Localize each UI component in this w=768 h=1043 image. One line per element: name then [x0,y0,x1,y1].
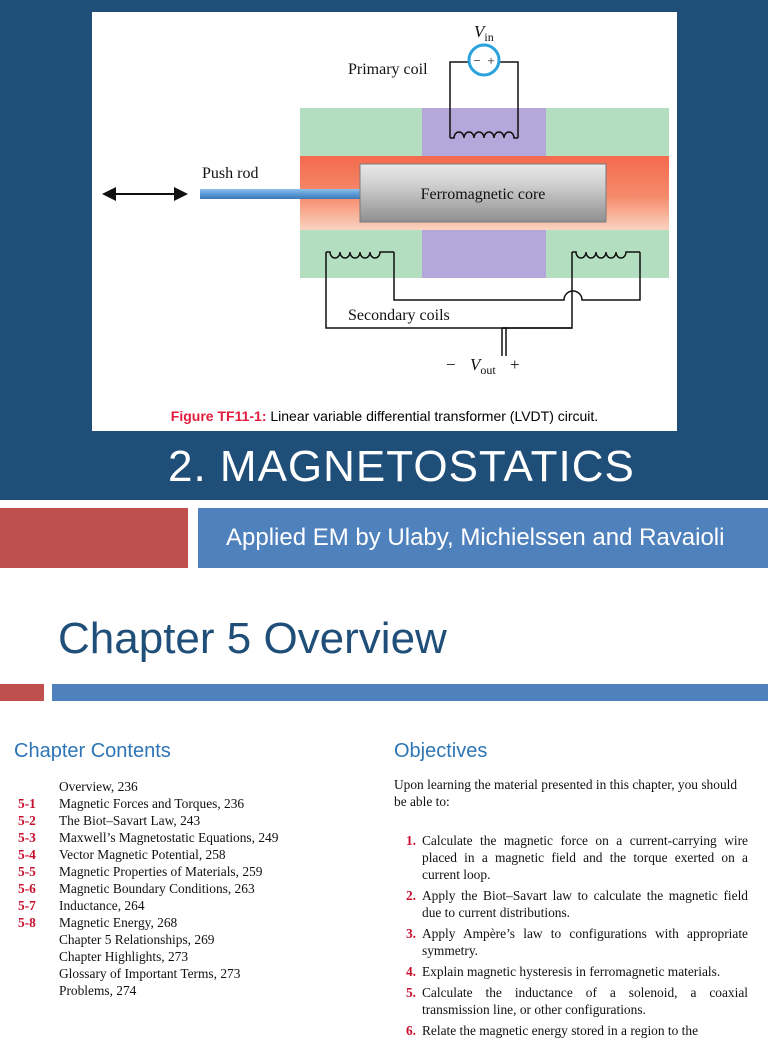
chapter-contents-list: Overview, 236 5-1 Magnetic Forces and Tor… [18,778,358,999]
subtitle-bar: Applied EM by Ulaby, Michielssen and Rav… [198,508,768,568]
double-arrow-icon [102,187,188,201]
objective-text: Calculate the inductance of a solenoid, … [422,985,748,1017]
section-title: The Biot–Savart Law, 243 [59,813,201,828]
objective-item: 5. Calculate the inductance of a solenoid… [394,984,748,1018]
section-number [18,965,59,982]
objective-number: 6. [405,1023,416,1038]
figure-caption-text: Linear variable differential transformer… [266,408,599,424]
section-number [18,931,59,948]
top-housing-primary [422,108,546,156]
top-housing-left [300,108,422,156]
vout-minus: − [446,355,456,374]
chapter-contents-heading: Chapter Contents [14,740,171,762]
chapter-overview-title: Chapter 5 Overview [58,614,447,663]
objective-text: Apply the Biot–Savart law to calculate t… [422,888,748,920]
push-rod-label: Push rod [202,165,258,182]
objective-number: 3. [405,926,416,941]
section-title: Magnetic Properties of Materials, 259 [59,864,263,879]
secondary-coils-label: Secondary coils [348,307,450,324]
vin-minus: − [473,53,480,68]
contents-row: Problems, 274 [18,982,358,999]
vin-plus: + [487,53,494,68]
accent-bar-red-small [0,684,44,701]
section-title: Chapter Highlights, 273 [59,949,189,964]
lvdt-figure: − + Vin Primary coil Push rod Ferromagne… [92,12,677,431]
objectives-list: Upon learning the material presented in … [394,776,748,1043]
slide-title: 2. MAGNETOSTATICS [168,442,635,491]
section-title: Inductance, 264 [59,898,145,913]
primary-coil-wiring [449,61,519,139]
section-title: Maxwell’s Magnetostatic Equations, 249 [59,830,279,845]
objective-text: Explain magnetic hysteresis in ferromagn… [422,964,721,979]
contents-row: Chapter 5 Relationships, 269 [18,931,358,948]
vin-label: Vin [474,22,494,44]
primary-coil-label: Primary coil [348,61,428,78]
section-number: 5-6 [18,881,36,896]
section-number: 5-7 [18,898,36,913]
objective-item: 4. Explain magnetic hysteresis in ferroma… [394,963,748,980]
objective-number: 1. [405,833,416,848]
section-number: 5-2 [18,813,36,828]
contents-row: 5-1 Magnetic Forces and Torques, 236 [18,795,358,812]
section-number: 5-1 [18,796,36,811]
contents-row: 5-8 Magnetic Energy, 268 [18,914,358,931]
objectives-intro: Upon learning the material presented in … [394,777,738,809]
objective-text: Relate the magnetic energy stored in a r… [422,1023,699,1038]
section-title: Glossary of Important Terms, 273 [59,966,241,981]
section-title: Chapter 5 Relationships, 269 [59,932,215,947]
contents-row: Chapter Highlights, 273 [18,948,358,965]
section-title: Magnetic Forces and Torques, 236 [59,796,245,811]
objective-item: 6. Relate the magnetic energy stored in a… [394,1022,748,1039]
vin-source-icon [467,43,501,77]
objective-item: 3. Apply Ampère’s law to configurations w… [394,925,748,959]
bottom-housing-center [422,230,546,278]
objective-text: Calculate the magnetic force on a curren… [422,833,748,882]
objective-text: Apply Ampère’s law to configurations wit… [422,926,748,958]
section-title: Magnetic Energy, 268 [59,915,178,930]
bottom-housing-right [546,230,669,278]
accent-bar-red [0,508,188,568]
section-number: 5-3 [18,830,36,845]
section-title: Overview, 236 [59,779,138,794]
section-number [18,982,59,999]
objective-item: 1. Calculate the magnetic force on a curr… [394,832,748,883]
objective-number: 4. [405,964,416,979]
objectives-heading: Objectives [394,740,488,762]
section-number: 5-5 [18,864,36,879]
secondary-coils-wiring [325,251,641,356]
contents-row: 5-5 Magnetic Properties of Materials, 259 [18,863,358,880]
section-number [18,948,59,965]
ferromagnetic-core [359,163,607,223]
contents-row: 5-6 Magnetic Boundary Conditions, 263 [18,880,358,897]
section-title: Vector Magnetic Potential, 258 [59,847,226,862]
section-title: Problems, 274 [59,983,137,998]
lvdt-diagram: − + Vin Primary coil Push rod Ferromagne… [102,22,669,377]
contents-row: Overview, 236 [18,778,358,795]
push-rod [200,189,366,199]
vout-label: Vout [470,355,496,377]
section-number [18,778,59,795]
contents-row: 5-7 Inductance, 264 [18,897,358,914]
section-title: Magnetic Boundary Conditions, 263 [59,881,255,896]
contents-row: 5-4 Vector Magnetic Potential, 258 [18,846,358,863]
objective-number: 5. [405,985,416,1000]
contents-row: 5-3 Maxwell’s Magnetostatic Equations, 24… [18,829,358,846]
objective-item: 2. Apply the Biot–Savart law to calculate… [394,887,748,921]
section-number: 5-8 [18,915,36,930]
core-label: Ferromagnetic core [421,186,546,203]
vout-plus: + [510,355,520,374]
figure-caption: Figure TF11-1: Linear variable different… [92,408,677,424]
objective-number: 2. [405,888,416,903]
contents-row: Glossary of Important Terms, 273 [18,965,358,982]
section-number: 5-4 [18,847,36,862]
figure-caption-label: Figure TF11-1: [170,408,267,424]
contents-row: 5-2 The Biot–Savart Law, 243 [18,812,358,829]
top-housing-right [546,108,669,156]
slide-subtitle: Applied EM by Ulaby, Michielssen and Rav… [226,524,725,551]
accent-bar-blue [52,684,768,701]
